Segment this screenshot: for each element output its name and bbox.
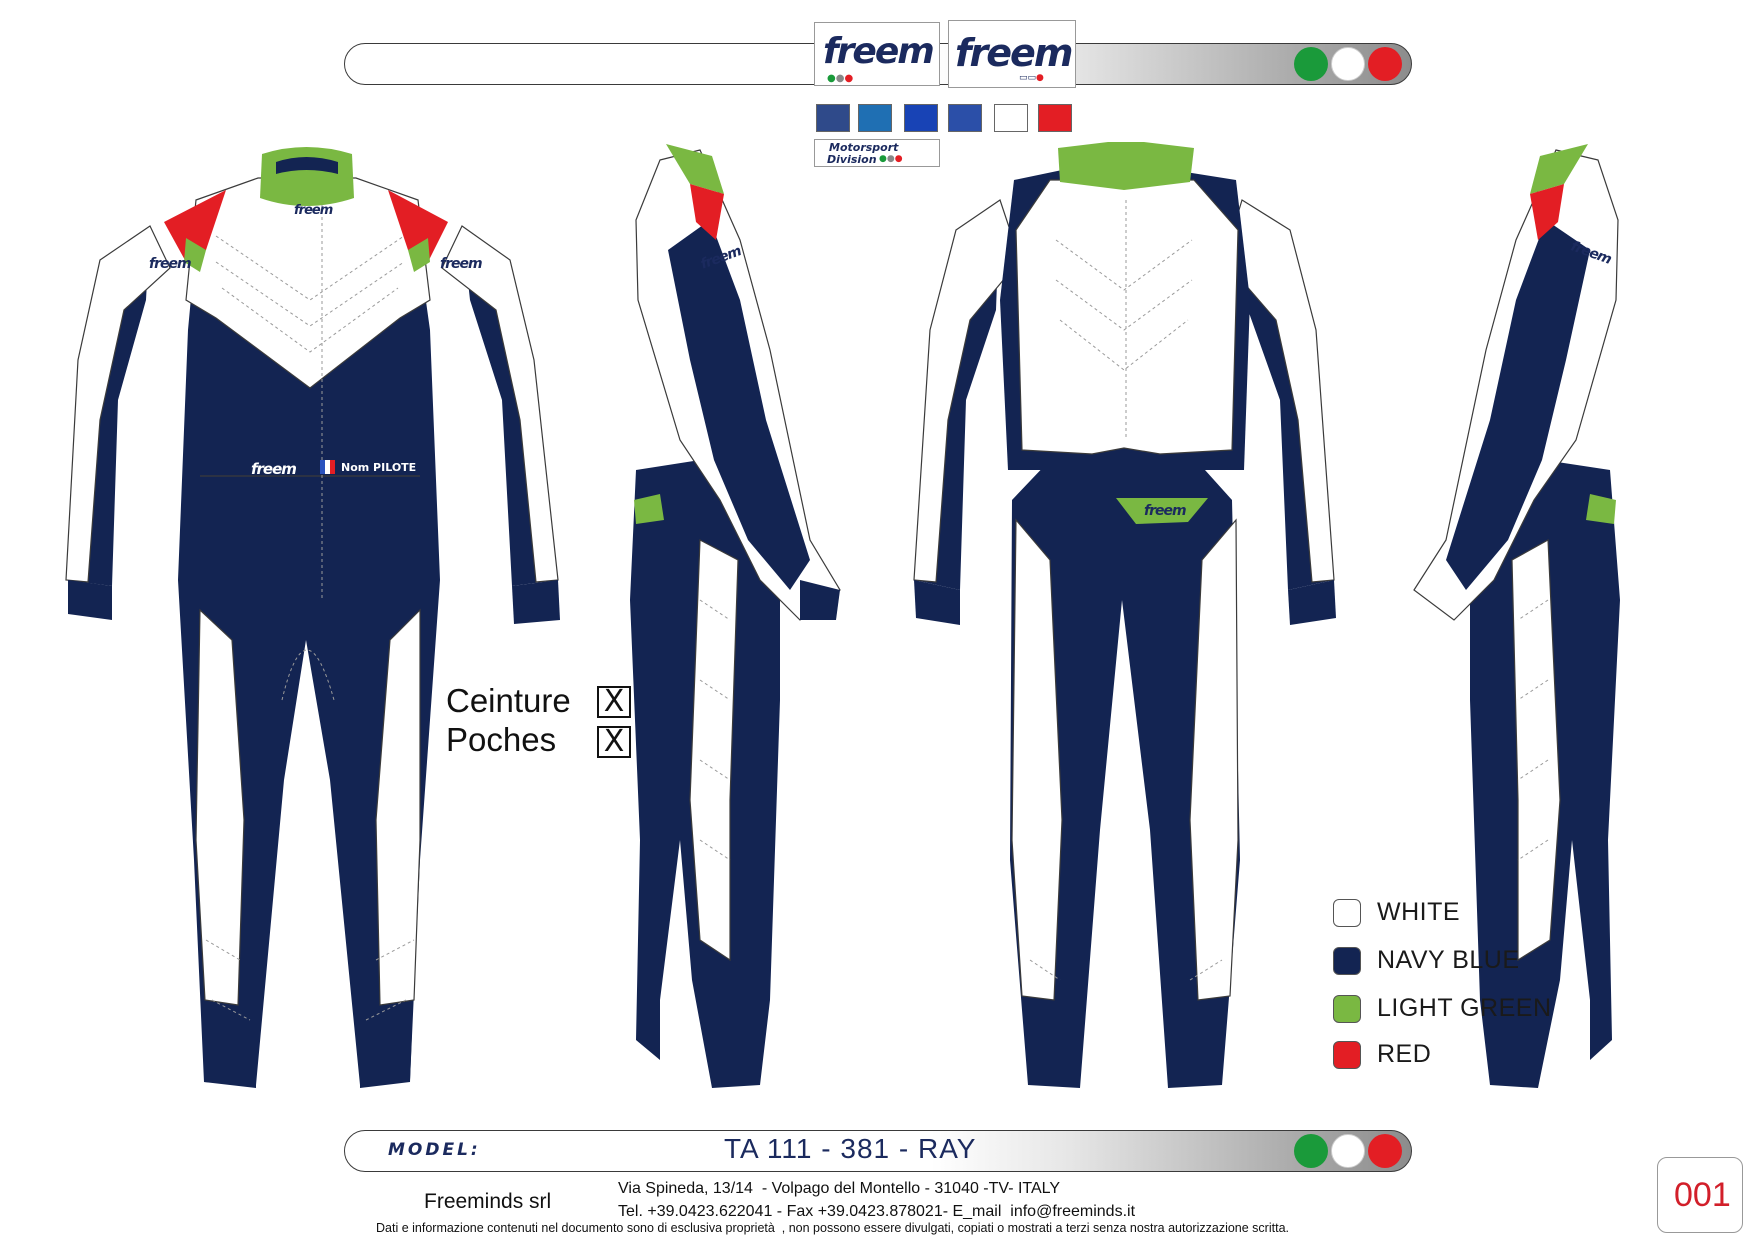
palette-swatch-1 (816, 104, 850, 132)
legend-swatch-green (1333, 995, 1361, 1023)
flag-dot-white (1331, 47, 1365, 81)
suit-back-view (913, 142, 1336, 1088)
flag-dot-red (1368, 47, 1402, 81)
option-poches-label: Poches (446, 721, 557, 758)
palette-swatch-3 (904, 104, 938, 132)
fia-mark-icon: ▭▭● (1019, 73, 1044, 83)
option-ceinture-label: Ceinture (446, 682, 571, 719)
option-ceinture-checkbox[interactable]: X (597, 686, 631, 718)
model-flag-dot-red (1368, 1134, 1402, 1168)
model-code: TA 111 - 381 - RAY (724, 1133, 977, 1164)
palette-swatch-6 (1038, 104, 1072, 132)
model-flag-dot-green (1294, 1134, 1328, 1168)
suit-logo-right-shoulder: freem (440, 256, 483, 272)
suit-logo-chest: freem (251, 460, 297, 478)
footer-contact: Tel. +39.0423.622041 - Fax +39.0423.8780… (618, 1203, 1136, 1220)
freem-fia-logo-box: freem ▭▭● (948, 20, 1076, 88)
freem-fia-logo: freem (955, 31, 1073, 75)
division-line2: Division (827, 153, 877, 166)
flag-dot-green (1294, 47, 1328, 81)
suit-logo-back: freem (1144, 503, 1187, 519)
legend-swatch-navy (1333, 947, 1361, 975)
palette-swatch-4 (948, 104, 982, 132)
footer-disclaimer: Dati e informazione contenuti nel docume… (376, 1221, 1289, 1235)
page-number-box: 001 (1657, 1157, 1743, 1233)
logo-dots-icon: ●●● (827, 73, 854, 84)
division-line1: Motorsport (829, 141, 899, 154)
footer-address: Via Spineda, 13/14 - Volpago del Montell… (618, 1180, 1061, 1197)
division-dots-icon: ●●● (879, 154, 903, 164)
pilot-name-label: Nom PILOTE (341, 461, 417, 474)
palette-swatch-5 (994, 104, 1028, 132)
suit-front-view (65, 147, 560, 1088)
suit-side-view-left (630, 144, 841, 1088)
motorsport-division-box: Motorsport Division ●●● (814, 139, 940, 167)
suit-side-view-right (1413, 144, 1620, 1088)
model-flag-dot-white (1331, 1134, 1365, 1168)
legend-label-green: LIGHT GREEN (1377, 994, 1552, 1022)
legend-label-navy: NAVY BLUE (1377, 946, 1520, 974)
legend-swatch-red (1333, 1041, 1361, 1069)
freem-logo: freem (823, 31, 935, 72)
suit-logo-collar: freem (294, 203, 333, 218)
footer-company: Freeminds srl (424, 1190, 552, 1213)
page-number: 001 (1674, 1176, 1731, 1214)
model-bar (344, 1130, 1412, 1172)
palette-swatch-2 (858, 104, 892, 132)
legend-swatch-white (1333, 899, 1361, 927)
legend-label-white: WHITE (1377, 898, 1461, 926)
suit-logo-left-shoulder: freem (149, 256, 192, 272)
model-prefix: MODEL: (388, 1140, 481, 1160)
freem-logo-box: freem ●●● (814, 22, 940, 86)
option-poches-checkbox[interactable]: X (597, 726, 631, 758)
legend-label-red: RED (1377, 1040, 1432, 1068)
